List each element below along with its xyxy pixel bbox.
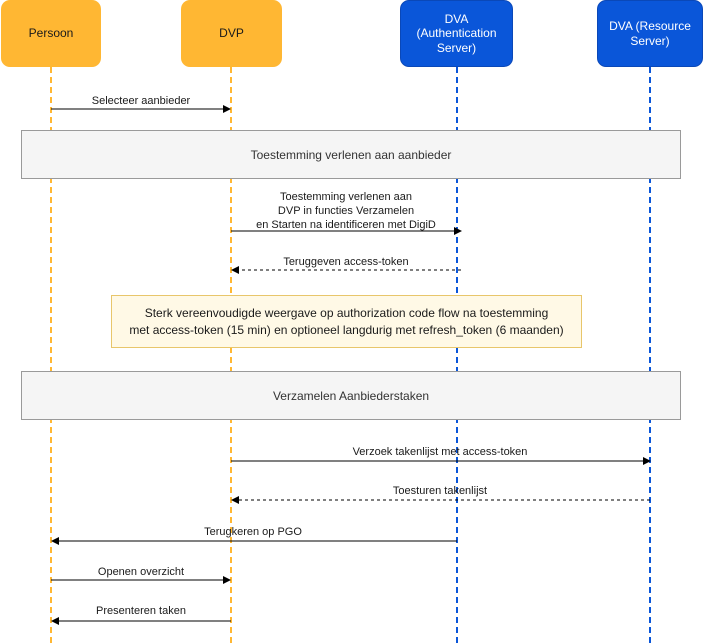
label-openen: Openen overzicht	[97, 566, 185, 578]
note-authorization-flow: Sterk vereenvoudigde weergave op authori…	[111, 295, 582, 348]
actor-dva-resource-label: DVA (Resource Server)	[609, 19, 691, 48]
label-teruggeven: Teruggeven access-token	[283, 256, 409, 268]
actor-dvp-label: DVP	[219, 26, 244, 41]
actor-dva-auth: DVA (Authentication Server)	[400, 0, 513, 67]
actor-dva-resource: DVA (Resource Server)	[597, 0, 703, 67]
band-verzamelen: Verzamelen Aanbiederstaken	[21, 371, 681, 420]
label-verzoek: Verzoek takenlijst met access-token	[352, 446, 528, 458]
label-terugkeren: Terugkeren op PGO	[204, 526, 302, 538]
label-selecteer: Selecteer aanbieder	[91, 95, 191, 107]
label-presenteren: Presenteren taken	[96, 605, 186, 617]
band-toestemming: Toestemming verlenen aan aanbieder	[21, 130, 681, 179]
actor-dvp: DVP	[181, 0, 282, 67]
actor-dva-auth-label: DVA (Authentication Server)	[416, 11, 497, 55]
actor-persoon-label: Persoon	[28, 26, 74, 41]
actor-persoon: Persoon	[1, 0, 101, 67]
band-toestemming-label: Toestemming verlenen aan aanbieder	[250, 147, 452, 162]
label-toestemming-verlenen: Toestemming verlenen aan DVP in functies…	[256, 191, 436, 231]
label-toesturen: Toesturen takenlijst	[392, 485, 488, 497]
band-verzamelen-label: Verzamelen Aanbiederstaken	[272, 388, 430, 403]
